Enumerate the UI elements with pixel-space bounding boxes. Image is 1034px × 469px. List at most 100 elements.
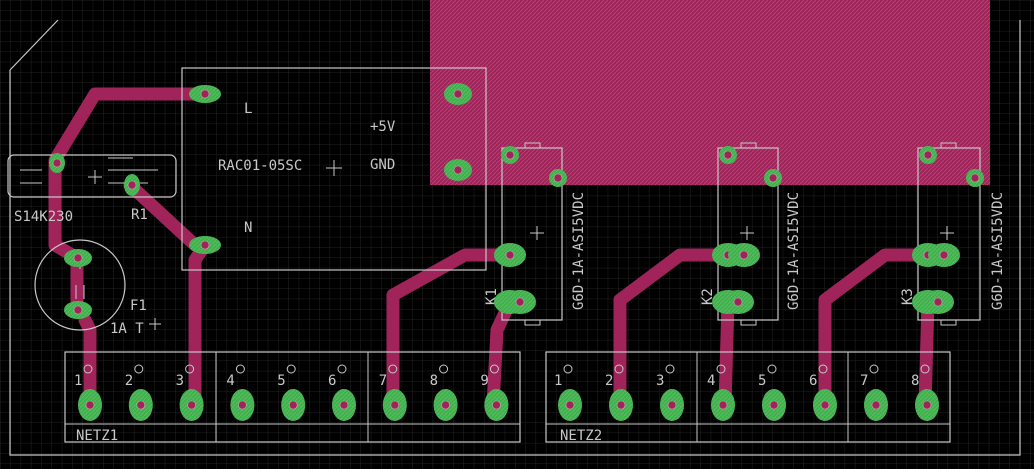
relay-pad[interactable]	[919, 146, 937, 164]
relay-tabs	[740, 142, 757, 326]
terminal-pin-marker	[869, 364, 879, 374]
terminal-pin-label: 4	[707, 373, 715, 389]
relay-pad[interactable]	[922, 290, 954, 314]
trace-r1-n	[123, 178, 202, 252]
terminal-name: NETZ1	[76, 428, 118, 444]
terminal-pin-label: 9	[480, 373, 488, 389]
terminal-pad[interactable]	[179, 389, 204, 421]
relay-type: G6D-1A-ASI5VDC	[990, 192, 1006, 310]
terminal-pad[interactable]	[484, 389, 509, 421]
terminal-pin-marker	[716, 364, 726, 374]
relay-ref: K2	[700, 288, 716, 305]
terminal-pin-label: 8	[430, 373, 438, 389]
rac-name: RAC01-05SC	[218, 158, 302, 174]
rac-pin-gnd-label: GND	[370, 157, 395, 173]
terminal-dividers	[546, 352, 950, 442]
terminal-pin-label: 6	[809, 373, 817, 389]
relay-pad[interactable]	[928, 243, 960, 267]
relay-origin-cross	[530, 226, 544, 240]
rac-pad-n[interactable]	[189, 236, 221, 254]
relay-outline	[917, 147, 981, 321]
terminal-pad[interactable]	[711, 389, 735, 421]
terminal-pin-label: 2	[605, 373, 613, 389]
rac-pad-5v[interactable]	[444, 83, 472, 105]
r1-name: R1	[131, 207, 148, 223]
terminal-pad[interactable]	[864, 389, 888, 421]
rac-outline	[181, 67, 487, 271]
relay-k2[interactable]: G6D-1A-ASI5VDC K2	[700, 142, 802, 326]
relay-pad[interactable]	[501, 146, 519, 164]
terminal-pin-label: 5	[277, 373, 285, 389]
terminal-pin-marker	[767, 364, 777, 374]
terminal-pad[interactable]	[332, 389, 356, 421]
varistor-s14k230[interactable]: S14K230	[7, 154, 177, 225]
terminal-pin-marker	[818, 364, 828, 374]
relay-pad[interactable]	[722, 290, 754, 314]
terminal-outline	[545, 351, 951, 443]
rac-pin-l-label: L	[244, 101, 252, 117]
relay-tabs	[940, 142, 957, 326]
r1-pad[interactable]	[124, 174, 140, 196]
terminal-pin-label: 7	[860, 373, 868, 389]
trace-fuse-netz1	[78, 313, 97, 412]
terminal-outline	[64, 351, 521, 443]
relay-pad[interactable]	[719, 146, 737, 164]
terminal-pin-label: 1	[554, 373, 562, 389]
terminal-name: NETZ2	[560, 428, 602, 444]
rac-module[interactable]: RAC01-05SC L N +5V GND	[181, 67, 487, 271]
rac-pad-gnd[interactable]	[444, 159, 472, 181]
terminal-pad[interactable]	[558, 389, 582, 421]
varistor-marks	[20, 157, 158, 184]
rac-pad-l[interactable]	[189, 85, 221, 103]
terminal-pad[interactable]	[128, 389, 153, 421]
terminal-pad[interactable]	[609, 389, 633, 421]
relay-tabs	[524, 142, 541, 326]
fuse-pad-top[interactable]	[64, 249, 92, 267]
fuse-name: F1	[130, 298, 147, 314]
terminal-pad[interactable]	[762, 389, 786, 421]
trace-k2-b	[718, 295, 735, 412]
relay-pad[interactable]	[764, 169, 782, 187]
relay-outline	[717, 147, 779, 321]
trace-k1	[386, 248, 517, 412]
relay-origin-cross	[740, 226, 754, 240]
relay-pad[interactable]	[494, 243, 526, 267]
board-outline	[9, 20, 1021, 456]
terminal-pad[interactable]	[433, 389, 458, 421]
terminal-pin-marker	[286, 364, 296, 374]
terminal-pin-marker	[337, 364, 347, 374]
relay-pad[interactable]	[728, 243, 760, 267]
terminal-pad[interactable]	[78, 389, 102, 421]
terminal-pad[interactable]	[230, 389, 255, 421]
terminal-pin-marker	[563, 364, 573, 374]
relay-type: G6D-1A-ASI5VDC	[786, 192, 802, 310]
varistor-pad[interactable]	[49, 153, 65, 173]
terminal-pin-marker	[439, 364, 449, 374]
relay-pad[interactable]	[549, 169, 567, 187]
terminal-pad[interactable]	[813, 389, 837, 421]
relay-pad[interactable]	[966, 169, 984, 187]
terminal-pad[interactable]	[281, 389, 306, 421]
relay-origin-cross	[940, 226, 954, 240]
terminal-pin-label: 3	[656, 373, 664, 389]
relay-k3[interactable]: G6D-1A-ASI5VDC K3	[900, 142, 1006, 326]
pads-layer	[49, 83, 984, 421]
terminal-pad[interactable]	[915, 389, 939, 421]
fuse-f1[interactable]: F1 1A T	[34, 239, 161, 337]
terminal-pin-label: 3	[176, 373, 184, 389]
fuse-origin-cross	[149, 318, 161, 330]
terminal-pad[interactable]	[382, 389, 407, 421]
varistor-outline	[7, 154, 177, 198]
terminal-pin-label: 4	[226, 373, 234, 389]
fuse-pad-bottom[interactable]	[64, 301, 92, 319]
terminal-pad[interactable]	[660, 389, 684, 421]
terminal-pin-label: 1	[74, 373, 82, 389]
varistor-name: S14K230	[14, 209, 73, 225]
terminal-pin-marker	[83, 364, 93, 374]
relay-pad[interactable]	[504, 290, 536, 314]
